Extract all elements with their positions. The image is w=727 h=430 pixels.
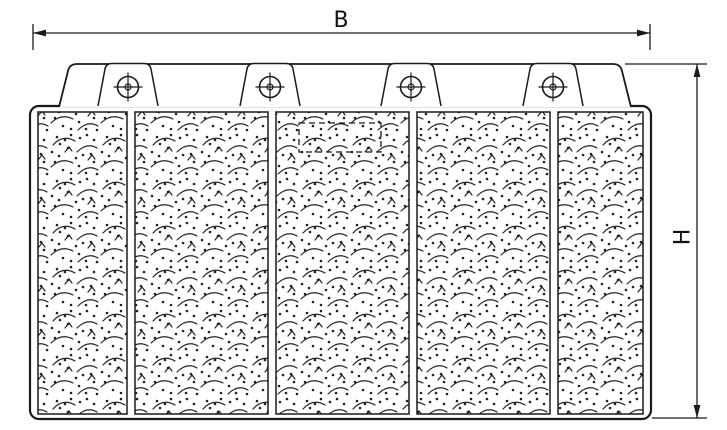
- texture-panel: [275, 111, 410, 415]
- arrow-down-icon: [693, 405, 701, 418]
- arrow-left-icon: [33, 29, 46, 37]
- terminal-bolt: [522, 62, 584, 107]
- width-dimension: [32, 24, 651, 50]
- texture-panel: [416, 111, 551, 415]
- height-dimension-label: H: [671, 229, 696, 246]
- width-dimension-label: B: [333, 8, 348, 33]
- terminal-bolt: [239, 62, 301, 107]
- texture-panels: [37, 111, 644, 415]
- terminal-bolts: [97, 62, 584, 107]
- arrow-up-icon: [693, 64, 701, 77]
- detail-dashed-rect: [298, 122, 382, 153]
- texture-panel: [37, 111, 128, 415]
- terminal-bolt: [380, 62, 442, 107]
- arrow-right-icon: [637, 29, 650, 37]
- texture-panel: [134, 111, 269, 415]
- texture-panel: [557, 111, 644, 415]
- height-dimension: [625, 63, 707, 419]
- housing-lid-outline: [58, 63, 632, 108]
- terminal-bolt: [97, 62, 159, 107]
